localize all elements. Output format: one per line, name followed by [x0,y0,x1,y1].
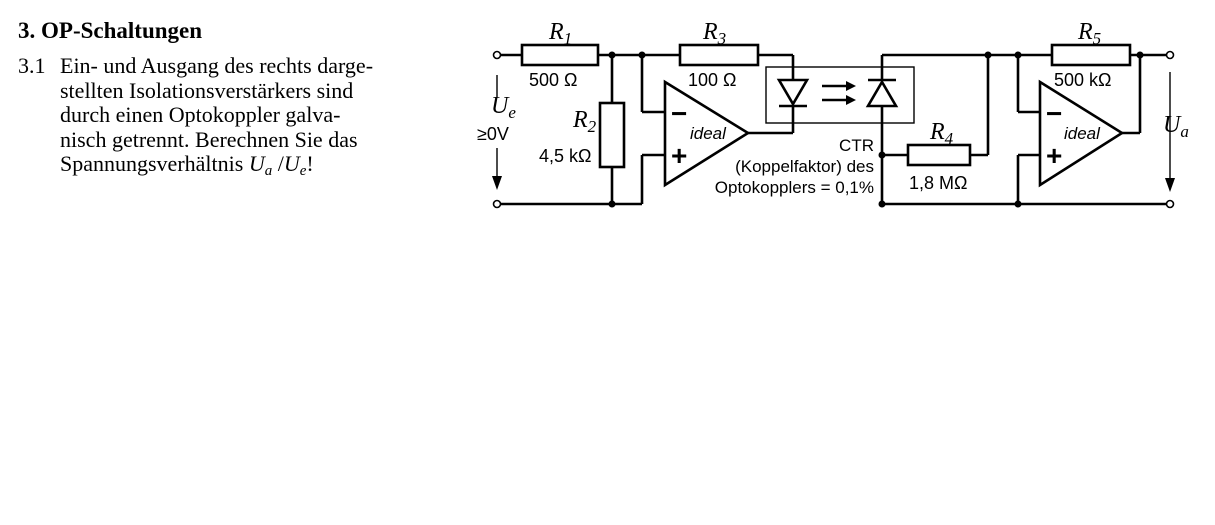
ctr-note-line-3: Optokopplers = 0,1% [715,178,874,197]
r2-symbol: R2 [572,107,597,136]
ratio-prefix: Spannungsverhältnis [60,151,249,176]
terminals [492,50,1175,209]
resistor-r5 [1050,43,1132,67]
resistor-r1 [520,43,600,67]
output-terminal-top [1165,50,1175,60]
input-voltage-condition: ≥0V [477,124,509,144]
input-voltage: Ue ≥0V [477,75,516,190]
opamp-1: − + ideal [663,79,751,188]
resistor-r2 [598,101,626,169]
r3-value: 100 Ω [688,70,737,90]
task-line: Ein- und Ausgang des rechts darge- [60,53,374,78]
task-body: Ein- und Ausgang des rechts darge- stell… [60,53,460,179]
r5-value: 500 kΩ [1054,70,1112,90]
optocoupler-housing [765,66,915,124]
opamp-2-minus: − [1046,98,1062,129]
junction-dots [608,51,1144,208]
r4-value: 1,8 MΩ [909,173,967,193]
ratio-suffix: ! [306,151,314,176]
opamp-1-label: ideal [690,124,727,143]
resistor-labels: R1 500 Ω R2 4,5 kΩ R3 100 Ω R4 1,8 MΩ R5… [529,19,1112,193]
r4-symbol: R4 [929,119,954,148]
ratio-num-sub: a [264,163,273,179]
led [776,78,810,108]
ratio-den-symbol: U [283,151,300,176]
task-line-ratio: Spannungsverhältnis Ua /Ue! [60,151,460,179]
input-terminal-bottom [492,199,502,209]
ratio-den-sub: e [299,163,307,179]
task-line: durch einen Optokoppler galva- [60,102,341,127]
light-arrows [822,81,856,105]
r5-symbol: R5 [1077,19,1101,48]
r3-symbol: R3 [702,19,726,48]
task-text: 3. OP-Schaltungen 3.1 Ein- und Ausgang d… [18,18,488,179]
output-terminal-bottom [1165,199,1175,209]
opamp-2: − + ideal [1038,79,1125,188]
task-line: stellten Isolationsverstärkers sind [60,77,354,103]
resistor-r4 [906,143,972,167]
r1-symbol: R1 [548,19,572,48]
r2-value: 4,5 kΩ [539,146,591,166]
opamp-1-plus: + [671,140,687,171]
circuit-wires [497,53,1170,206]
ratio-num-symbol: U [248,151,265,176]
optocoupler [765,66,915,124]
output-voltage-label: Ua [1163,112,1189,141]
ctr-note: CTR (Koppelfaktor) des Optokopplers = 0,… [715,136,874,197]
section-heading: 3. OP-Schaltungen [18,18,203,43]
r1-value: 500 Ω [529,70,578,90]
ratio-slash: / [272,151,284,176]
output-voltage: Ua [1163,72,1189,192]
photodiode [865,78,899,108]
task-number: 3.1 [18,53,46,78]
task-3-1: 3.1 Ein- und Ausgang des rechts darge- s… [18,53,488,179]
ctr-note-line-2: (Koppelfaktor) des [735,157,874,176]
input-voltage-label: Ue [491,93,516,122]
task-line: nisch getrennt. Berechnen Sie das [60,126,358,152]
opamp-2-plus: + [1046,140,1062,171]
opamp-2-label: ideal [1064,124,1101,143]
opamp-1-minus: − [671,98,687,129]
ctr-note-line-1: CTR [839,136,874,155]
resistor-r3 [678,43,760,67]
input-terminal-top [492,50,502,60]
